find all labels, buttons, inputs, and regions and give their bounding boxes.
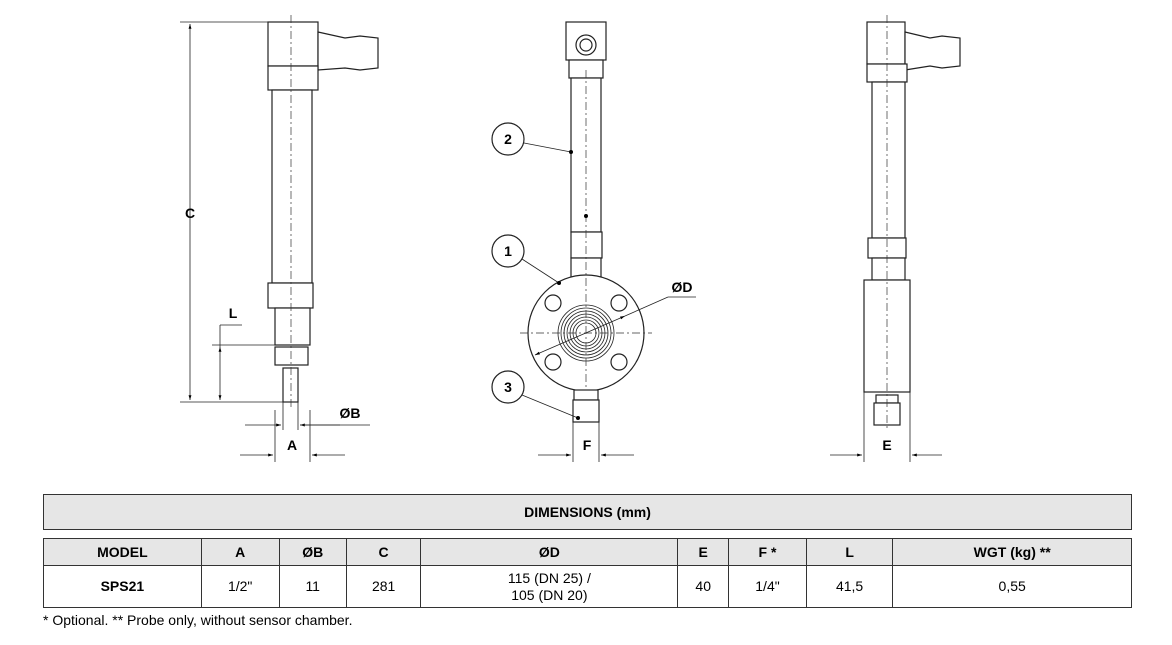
fitting	[274, 346, 309, 366]
dimensions-table: MODEL A ØB C ØD E F * L WGT (kg) ** SPS2…	[43, 538, 1132, 608]
dim-d-label: ØD	[672, 279, 693, 295]
cell-model: SPS21	[43, 565, 202, 608]
cell-f: 1/4"	[728, 565, 807, 608]
col-header-wgt: WGT (kg) **	[892, 538, 1132, 566]
cell-b: 11	[278, 565, 347, 608]
cell-a: 1/2"	[200, 565, 280, 608]
cable-gland	[317, 31, 379, 71]
threaded-section	[274, 307, 311, 346]
dim-a-label: A	[287, 437, 297, 453]
side-view-left: C L ØB A	[180, 15, 379, 462]
probe-tube	[871, 81, 906, 239]
side-view-right: E	[830, 15, 961, 462]
dim-l-label: L	[229, 305, 238, 321]
callout-2	[491, 122, 525, 156]
col-header-f: F *	[728, 538, 807, 566]
connector-housing	[267, 21, 319, 67]
dim-c-label: C	[185, 205, 195, 221]
cell-d-line1: 115 (DN 25) /	[507, 569, 591, 586]
cell-d-line2: 105 (DN 20)	[511, 586, 588, 603]
footnote: * Optional. ** Probe only, without senso…	[43, 612, 353, 628]
hex-nut	[267, 282, 314, 309]
col-header-e: E	[677, 538, 730, 566]
col-header-a: A	[200, 538, 280, 566]
probe-tip	[282, 367, 299, 403]
col-header-d: ØD	[420, 538, 679, 566]
dim-e-label: E	[882, 437, 891, 453]
bottom-fitting	[572, 399, 600, 423]
table-row: SPS21 1/2" 11 281 115 (DN 25) /105 (DN 2…	[43, 565, 1132, 608]
housing-base	[267, 65, 319, 91]
col-header-c: C	[345, 538, 422, 566]
hex-nut	[570, 231, 603, 259]
cell-wgt: 0,55	[892, 565, 1132, 608]
svg-text:2: 2	[504, 131, 512, 147]
cell-d: 115 (DN 25) /105 (DN 20)	[420, 565, 679, 608]
col-header-model: MODEL	[43, 538, 202, 566]
callout-1	[491, 234, 525, 268]
svg-text:3: 3	[504, 379, 512, 395]
technical-drawing: C L ØB A	[180, 15, 961, 462]
cell-e: 40	[677, 565, 730, 608]
connector-housing	[866, 21, 906, 65]
callout-3	[491, 370, 525, 404]
col-header-b: ØB	[278, 538, 347, 566]
table-header-row: MODEL A ØB C ØD E F * L WGT (kg) **	[43, 538, 1132, 566]
col-header-l: L	[805, 538, 894, 566]
cell-c: 281	[345, 565, 422, 608]
cell-l: 41,5	[805, 565, 894, 608]
probe-tube	[271, 89, 313, 284]
front-view: ØD 2 1 3 F	[491, 21, 696, 462]
dim-f-label: F	[583, 437, 592, 453]
dimensions-table-title: DIMENSIONS (mm)	[43, 494, 1132, 530]
svg-text:1: 1	[504, 243, 512, 259]
dim-b-label: ØB	[340, 405, 361, 421]
